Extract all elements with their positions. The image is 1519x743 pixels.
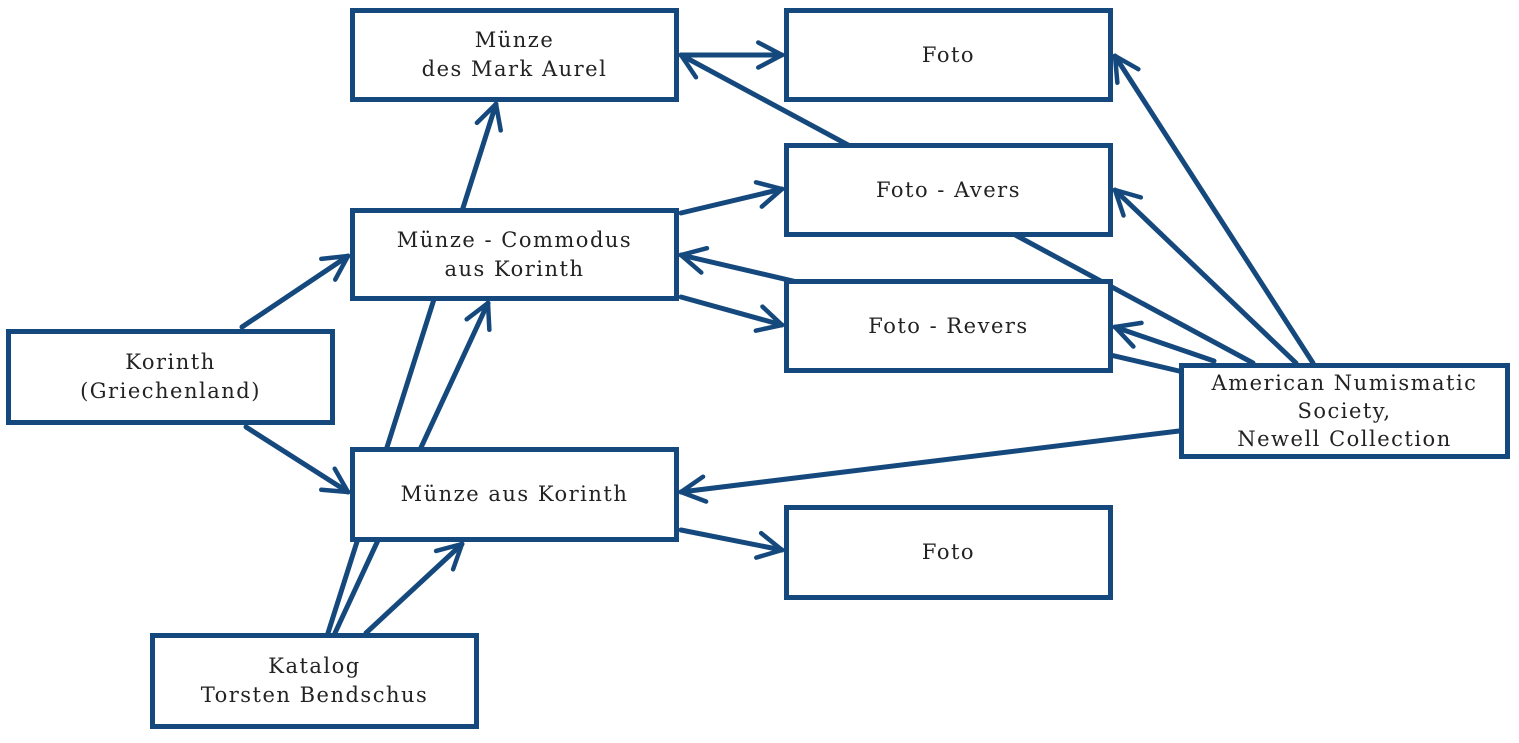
node-label-line: aus Korinth — [444, 256, 585, 281]
edge-korinth-to-muenze-korinth — [243, 424, 351, 495]
edge-muenze-korinth-to-foto-korinth — [678, 527, 785, 560]
node-katalog[interactable]: Katalog Torsten Bendschus — [150, 633, 479, 729]
node-foto-korinth[interactable]: Foto — [784, 505, 1113, 600]
node-label-line: Society, — [1297, 399, 1392, 423]
edge-ans-to-foto-mark-aurel — [1112, 53, 1316, 366]
edges-group — [239, 40, 1316, 636]
node-foto-avers[interactable]: Foto - Avers — [784, 143, 1113, 237]
node-muenze-korinth[interactable]: Münze aus Korinth — [350, 447, 679, 542]
edge-ans-to-foto-avers — [1112, 187, 1299, 366]
edges-halo-group — [242, 55, 1313, 633]
edge-katalog-to-muenze-korinth — [363, 541, 465, 636]
node-muenze-mark-aurel[interactable]: Münze des Mark Aurel — [350, 8, 679, 102]
edge-katalog-to-muenze-mark-aurel — [325, 101, 503, 636]
edge-korinth-to-muenze-commodus — [239, 253, 351, 330]
node-label-line: Korinth — [125, 350, 216, 374]
node-foto-mark-aurel[interactable]: Foto — [784, 8, 1113, 102]
node-label-line: des Mark Aurel — [421, 57, 608, 81]
node-label-line: Newell Collection — [1237, 427, 1452, 451]
node-label-line: (Griechenland) — [80, 379, 261, 403]
node-label-line: Katalog — [268, 654, 361, 678]
node-label-line: Münze aus Korinth — [400, 482, 629, 506]
node-foto-revers[interactable]: Foto - Revers — [784, 279, 1113, 373]
node-label-line: Foto — [921, 42, 976, 67]
edge-ans-to-foto-revers — [1112, 320, 1217, 364]
node-label-line: Foto - Avers — [875, 177, 1021, 202]
node-muenze-commodus[interactable]: Münze - Commodus aus Korinth — [350, 208, 679, 301]
node-label-line: Foto - Revers — [868, 313, 1029, 338]
edge-ans-to-muenze-korinth — [678, 428, 1182, 504]
node-label-line: Foto — [921, 540, 976, 564]
node-label-line: Münze — [474, 28, 555, 52]
edge-muenze-commodus-to-foto-avers — [678, 180, 785, 216]
node-ans[interactable]: American Numismatic Society, Newell Coll… — [1179, 363, 1510, 459]
node-korinth[interactable]: Korinth (Griechenland) — [6, 329, 335, 425]
node-label-line: Münze - Commodus — [396, 227, 633, 252]
node-label-line: American Numismatic — [1211, 371, 1478, 395]
edge-muenze-commodus-to-foto-revers — [678, 294, 785, 333]
node-label-line: Torsten Bendschus — [200, 683, 429, 707]
